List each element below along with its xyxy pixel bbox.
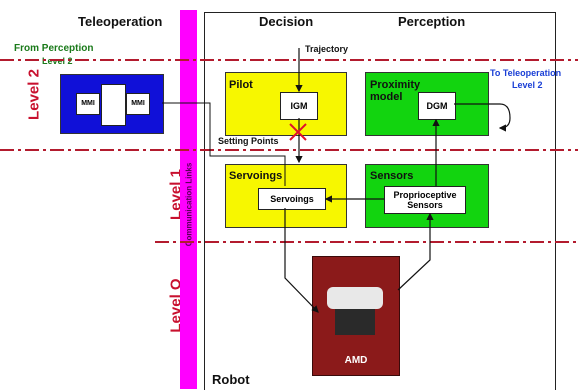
- servoings-to-robot-arrow: [284, 208, 319, 313]
- robot-label: Robot: [212, 372, 250, 387]
- from-perception-label: From Perception: [14, 43, 94, 54]
- mmi-left-box: MMI: [76, 93, 100, 115]
- teleop-to-servoings-line: [162, 102, 286, 186]
- robot-to-sensors-arrow: [397, 212, 434, 291]
- proximity-title: Proximity model: [370, 79, 421, 103]
- setting-points-label: Setting Points: [218, 136, 279, 146]
- cross-mark-b: [289, 123, 307, 141]
- pilot-title: Pilot: [229, 79, 253, 91]
- igm-box: IGM: [280, 92, 318, 120]
- servoings-title: Servoings: [229, 170, 283, 182]
- dgm-box: DGM: [418, 92, 456, 120]
- to-teleoperation-level: Level 2: [512, 80, 543, 90]
- robot-frame: [204, 12, 556, 390]
- operator-icon: [101, 84, 126, 126]
- header-teleoperation: Teleoperation: [78, 14, 163, 29]
- trajectory-label: Trajectory: [305, 44, 349, 54]
- communication-links-bar: [180, 10, 197, 389]
- to-teleoperation-label: To Teleoperation: [490, 68, 562, 78]
- header-perception: Perception: [398, 14, 466, 29]
- sensors-title: Sensors: [370, 170, 414, 182]
- robot-image: AMD: [312, 256, 400, 376]
- header-decision: Decision: [259, 14, 314, 29]
- proprioceptive-sensors-box: Proprioceptive Sensors: [384, 186, 466, 214]
- robot-base-icon: [335, 309, 375, 335]
- dgm-to-teleop-arrow: [454, 103, 511, 132]
- robot-body-icon: [327, 287, 383, 309]
- robot-image-label: AMD: [344, 355, 368, 366]
- mmi-right-box: MMI: [126, 93, 150, 115]
